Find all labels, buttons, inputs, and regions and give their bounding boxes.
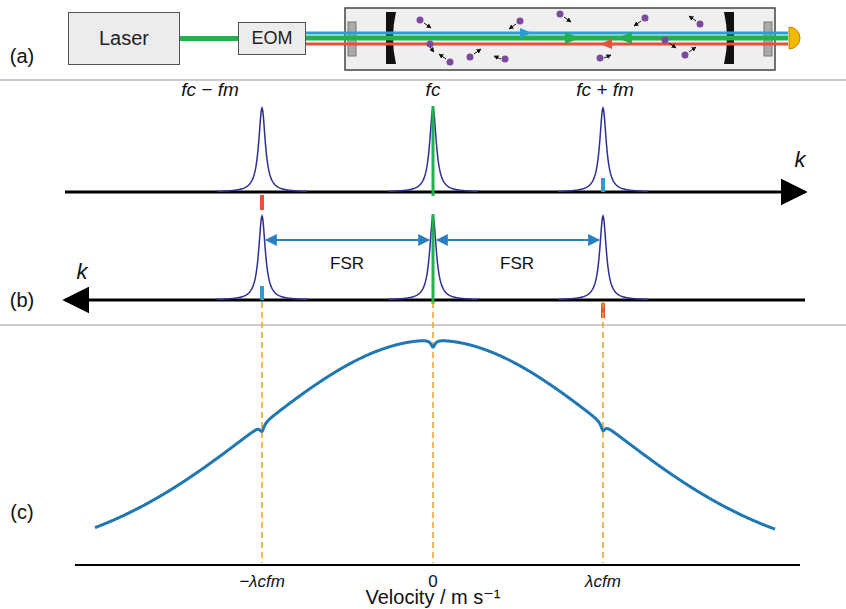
atom-velocity: [689, 16, 696, 21]
laser-beam: [180, 36, 238, 41]
atom: [467, 54, 474, 61]
atoms: [417, 11, 704, 66]
panel-label: (b): [10, 289, 34, 311]
atom-velocity: [689, 47, 696, 52]
frequency-label: fc + fm: [576, 80, 634, 101]
fsr-label: FSR: [500, 255, 534, 274]
velocity-profile: [95, 341, 775, 529]
atom: [557, 11, 564, 18]
atom: [682, 52, 689, 59]
atom: [642, 15, 649, 22]
sideband-tick: [260, 195, 264, 210]
atom: [447, 59, 454, 66]
mode-peak: [558, 108, 648, 191]
fsr-arrow: [266, 239, 429, 241]
frequency-label: fc: [426, 80, 441, 101]
atom: [417, 17, 424, 24]
atom-velocity: [509, 24, 516, 29]
k-axis: [65, 191, 805, 194]
mode-peak: [558, 216, 648, 299]
sideband-tick: [260, 286, 264, 300]
frequency-label: fc − fm: [181, 80, 239, 101]
k-axis: [65, 299, 805, 302]
panel-label: (a): [10, 45, 34, 67]
fsr-label: FSR: [330, 255, 364, 274]
atom-velocity: [564, 17, 571, 22]
device-name: Laser: [99, 27, 149, 50]
atom: [697, 21, 704, 28]
atom: [597, 55, 604, 62]
tick-label: λcfm: [585, 573, 621, 592]
sideband-tick: [601, 178, 605, 192]
device-name: EOM: [251, 28, 292, 49]
axis-label: k: [795, 148, 806, 172]
atom-velocity: [439, 54, 446, 59]
carrier-line: [432, 214, 435, 304]
panel-label: (c): [10, 501, 33, 523]
separator: [0, 79, 846, 81]
mode-peak: [217, 216, 307, 299]
separator: [0, 324, 846, 326]
axis-label: k: [77, 260, 88, 284]
atom-velocity: [424, 23, 431, 28]
tick-label: −λcfm: [239, 573, 285, 592]
axis-title: Velocity / m s⁻¹: [365, 586, 500, 608]
atom: [502, 56, 509, 63]
atom: [517, 18, 524, 25]
fsr-arrow: [437, 239, 599, 241]
laser-beams: [306, 28, 788, 49]
detector: [789, 27, 800, 49]
carrier-line: [432, 106, 435, 196]
velocity-axis: [75, 564, 800, 566]
mode-peak: [217, 108, 307, 191]
atom: [427, 41, 434, 48]
guide-lines: [262, 302, 603, 563]
atom-velocity: [669, 43, 676, 48]
atom-velocity: [494, 56, 501, 59]
atom: [662, 37, 669, 44]
atom-velocity: [604, 55, 611, 58]
device-box: Laser: [68, 12, 180, 65]
device-box: EOM: [238, 22, 306, 55]
atom-velocity: [474, 49, 481, 54]
atom-velocity: [634, 21, 641, 26]
atom-velocity: [430, 47, 434, 52]
